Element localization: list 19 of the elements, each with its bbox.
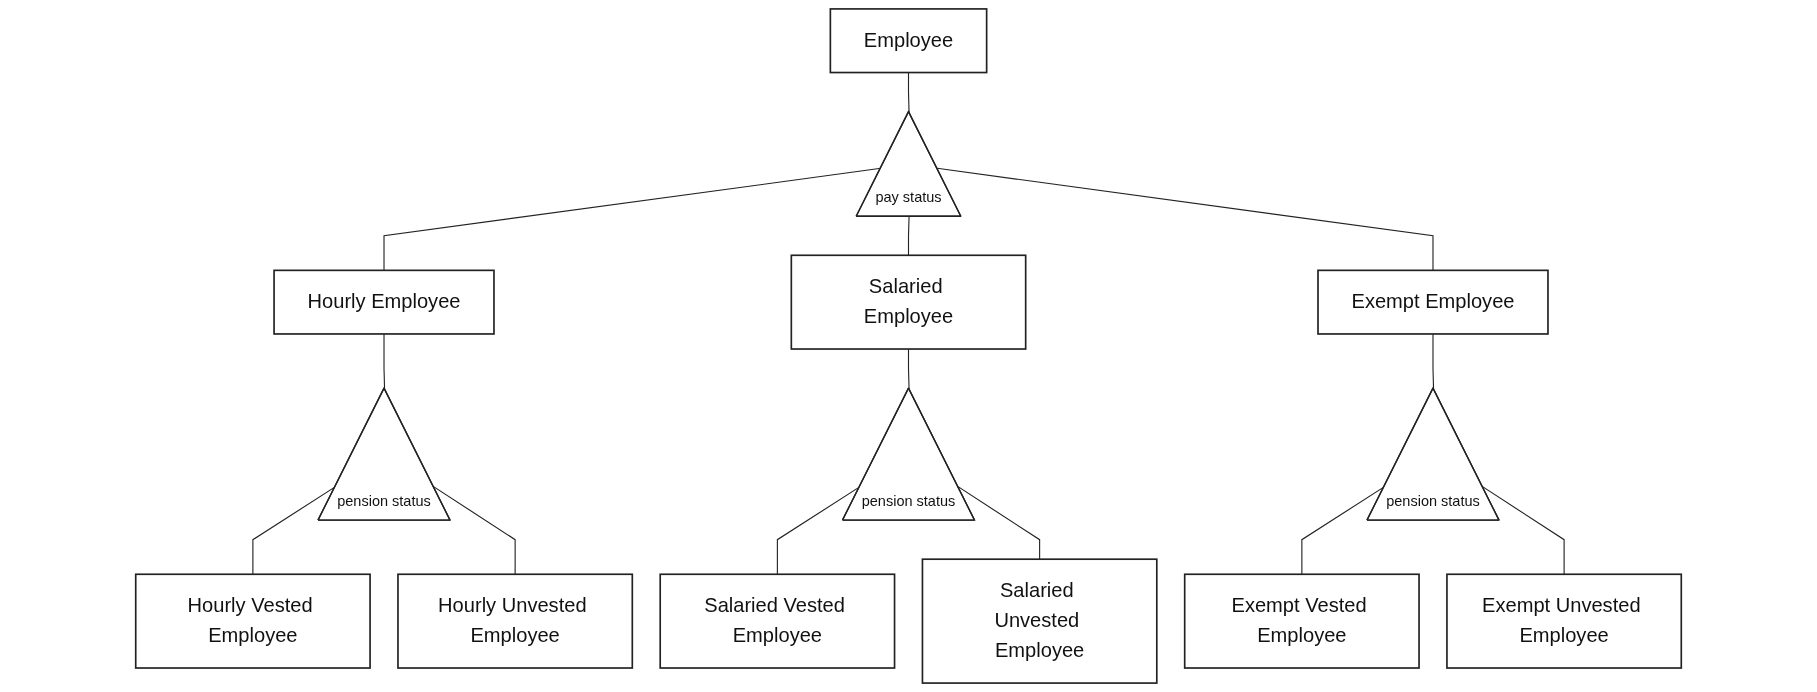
connector xyxy=(1482,486,1565,575)
node-box: Hourly Unvested Employee xyxy=(397,573,634,669)
connector xyxy=(907,216,910,256)
node-box: Exempt Unvested Employee xyxy=(1446,573,1683,669)
node-box: Employee xyxy=(829,8,988,74)
connector xyxy=(1432,333,1435,390)
node-box: Hourly Vested Employee xyxy=(134,573,371,669)
node-box: Salaried Unvested Employee xyxy=(921,558,1158,684)
node-box: Salaried Employee xyxy=(790,254,1027,350)
connector xyxy=(907,72,910,113)
node-box: Exempt Employee xyxy=(1317,269,1549,335)
connector xyxy=(433,486,516,575)
node-box: Salaried Vested Employee xyxy=(659,573,896,669)
node-box: Exempt Vested Employee xyxy=(1183,573,1420,669)
connector xyxy=(383,333,386,390)
node-box: Hourly Employee xyxy=(273,269,495,335)
connector xyxy=(936,167,1434,271)
connector xyxy=(957,486,1041,560)
connector xyxy=(907,348,910,390)
